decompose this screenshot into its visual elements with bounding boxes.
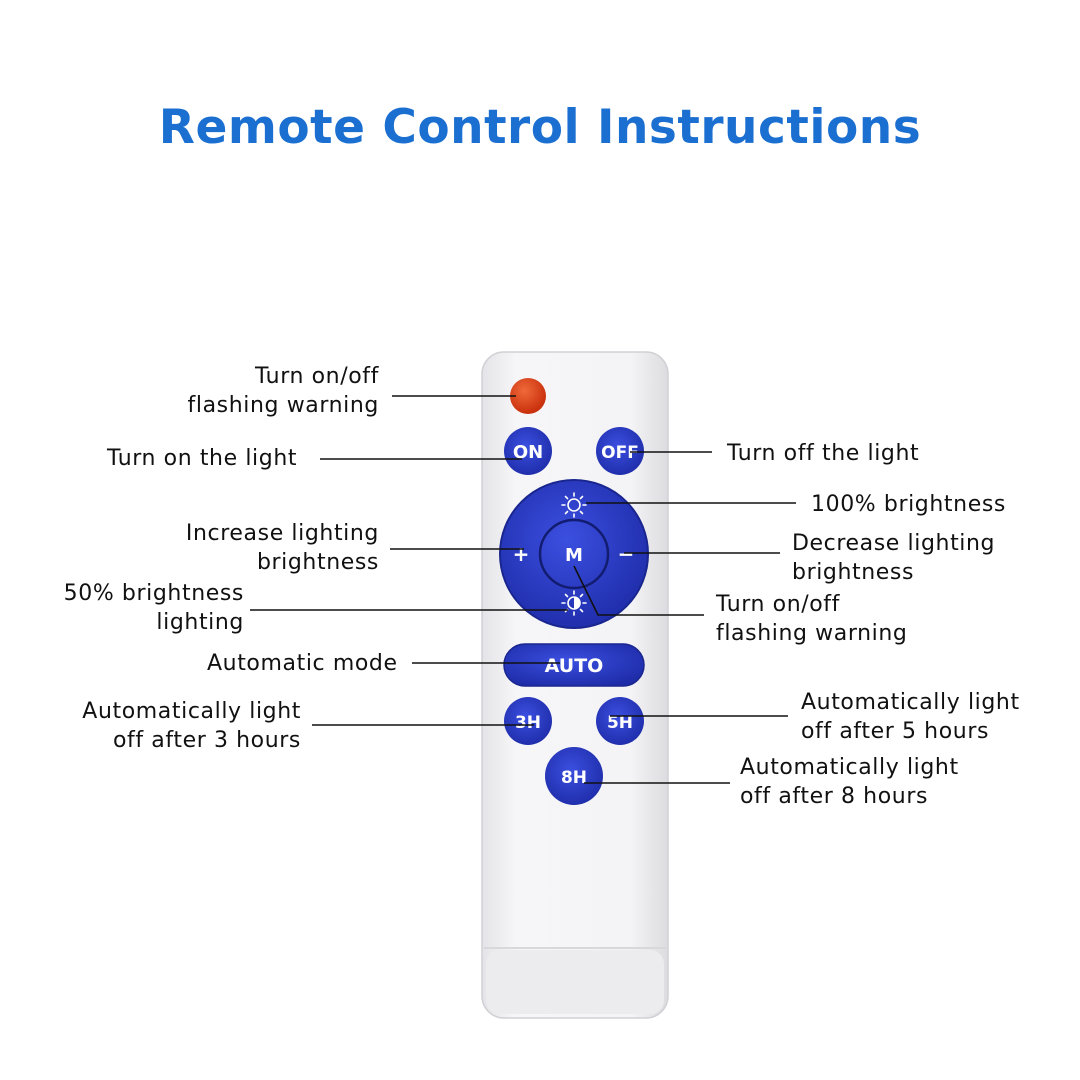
auto-button-label: AUTO <box>545 655 604 677</box>
label-flash-m: Turn on/off flashing warning <box>716 592 908 646</box>
label-auto-8h: Automatically light off after 8 hours <box>740 755 959 809</box>
sun-full-icon <box>561 492 587 518</box>
label-auto-5h: Automatically light off after 5 hours <box>801 690 1020 744</box>
leader-lines <box>250 395 796 784</box>
label-bright-50: 50% brightness lighting <box>63 581 244 635</box>
page-title: Remote Control Instructions <box>158 100 922 155</box>
plus-button[interactable]: + <box>513 542 530 566</box>
on-button-label: ON <box>513 442 543 463</box>
mode-button[interactable]: M <box>565 545 583 566</box>
red-power-button[interactable] <box>510 378 546 414</box>
label-bright-100: 100% brightness <box>811 492 1006 517</box>
timer-8h-label: 8H <box>561 768 587 788</box>
auto-button[interactable]: AUTO <box>503 643 645 687</box>
on-button[interactable]: ON <box>504 427 552 475</box>
label-increase: Increase lighting brightness <box>185 521 379 575</box>
leader-flash-m <box>573 565 704 616</box>
label-turn-off: Turn off the light <box>727 441 920 466</box>
label-flash-top: Turn on/off flashing warning <box>187 364 379 418</box>
timer-3h-button[interactable]: 3H <box>504 697 552 745</box>
label-auto-3h: Automatically light off after 3 hours <box>82 699 301 753</box>
timer-5h-label: 5H <box>607 713 633 733</box>
brightness-100-button[interactable] <box>561 492 587 518</box>
timer-3h-label: 3H <box>515 713 541 733</box>
minus-button[interactable]: − <box>618 542 635 566</box>
label-decrease: Decrease lighting brightness <box>792 531 996 585</box>
label-turn-on: Turn on the light <box>107 446 298 471</box>
timer-5h-button[interactable]: 5H <box>596 697 644 745</box>
off-button[interactable]: OFF <box>596 427 644 475</box>
sun-half-icon <box>561 590 587 616</box>
timer-8h-button[interactable]: 8H <box>545 747 603 805</box>
brightness-dial <box>499 479 649 629</box>
off-button-label: OFF <box>601 443 639 463</box>
brightness-50-button[interactable] <box>561 590 587 616</box>
label-auto-mode: Automatic mode <box>207 651 398 676</box>
